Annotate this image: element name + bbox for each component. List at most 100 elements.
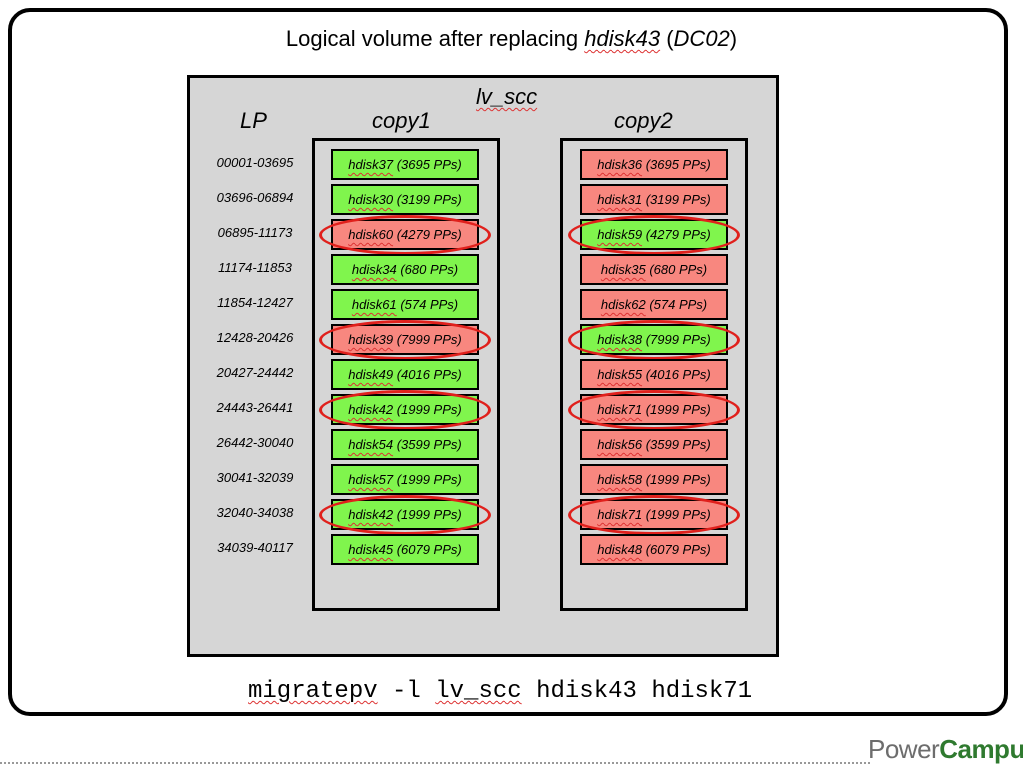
disk-pp-count: (3599 PPs) bbox=[645, 437, 711, 452]
disk-name: hdisk45 bbox=[348, 542, 394, 557]
command-flag: -l bbox=[392, 678, 421, 705]
lp-range-label: 11854-12427 bbox=[217, 295, 293, 310]
disk-pp-count: (680 PPs) bbox=[400, 262, 459, 277]
title-prefix: Logical volume after replacing bbox=[285, 26, 585, 51]
title-paren-open: ( bbox=[660, 26, 674, 51]
copy1-disk-box: hdisk42 (1999 PPs) bbox=[331, 394, 479, 425]
slide-title: Logical volume after replacing hdisk43 (… bbox=[0, 26, 1023, 52]
disk-name: hdisk42 bbox=[348, 507, 394, 522]
copy2-disk-box: hdisk48 (6079 PPs) bbox=[580, 534, 728, 565]
lp-range-label: 24443-26441 bbox=[216, 400, 294, 415]
disk-name: hdisk37 bbox=[348, 157, 394, 172]
disk-pp-count: (4279 PPs) bbox=[396, 227, 462, 242]
copy1-disk-box: hdisk39 (7999 PPs) bbox=[331, 324, 479, 355]
copy1-disk-box: hdisk30 (3199 PPs) bbox=[331, 184, 479, 215]
lp-range-label: 30041-32039 bbox=[216, 470, 294, 485]
disk-pp-count: (4279 PPs) bbox=[645, 227, 711, 242]
disk-name: hdisk34 bbox=[351, 262, 397, 277]
command-target-disk: hdisk71 bbox=[651, 678, 753, 705]
copy2-box bbox=[560, 138, 748, 611]
disk-name: hdisk48 bbox=[597, 542, 643, 557]
disk-pp-count: (1999 PPs) bbox=[645, 402, 711, 417]
title-dc: DC02 bbox=[673, 26, 730, 51]
copy2-disk-box: hdisk71 (1999 PPs) bbox=[580, 394, 728, 425]
disk-name: hdisk55 bbox=[597, 367, 643, 382]
command-lv: lv_scc bbox=[435, 678, 522, 705]
copy1-disk-box: hdisk61 (574 PPs) bbox=[331, 289, 479, 320]
disk-name: hdisk39 bbox=[348, 332, 394, 347]
disk-pp-count: (1999 PPs) bbox=[645, 507, 711, 522]
command-line: migratepv -l lv_scc hdisk43 hdisk71 bbox=[248, 678, 752, 705]
lp-range-label: 06895-11173 bbox=[217, 225, 293, 240]
disk-name: hdisk59 bbox=[597, 227, 643, 242]
disk-pp-count: (574 PPs) bbox=[649, 297, 708, 312]
disk-pp-count: (7999 PPs) bbox=[645, 332, 711, 347]
copy1-disk-box: hdisk42 (1999 PPs) bbox=[331, 499, 479, 530]
lp-range-label: 26442-30040 bbox=[216, 435, 294, 450]
disk-name: hdisk71 bbox=[597, 402, 643, 417]
copy1-disk-box: hdisk45 (6079 PPs) bbox=[331, 534, 479, 565]
disk-name: hdisk42 bbox=[348, 402, 394, 417]
disk-name: hdisk49 bbox=[348, 367, 394, 382]
disk-pp-count: (680 PPs) bbox=[649, 262, 708, 277]
lp-range-label: 20427-24442 bbox=[216, 365, 294, 380]
copy2-disk-box: hdisk36 (3695 PPs) bbox=[580, 149, 728, 180]
copy2-disk-box: hdisk56 (3599 PPs) bbox=[580, 429, 728, 460]
command-source-disk: hdisk43 bbox=[536, 678, 637, 705]
lp-range-label: 32040-34038 bbox=[216, 505, 294, 520]
copy1-box bbox=[312, 138, 500, 611]
disk-pp-count: (6079 PPs) bbox=[645, 542, 711, 557]
title-disk: hdisk43 bbox=[584, 26, 661, 51]
copy1-column-header: copy1 bbox=[372, 108, 431, 133]
logo-part1: Power bbox=[868, 734, 940, 764]
copy2-disk-box: hdisk31 (3199 PPs) bbox=[580, 184, 728, 215]
copy1-disk-box: hdisk49 (4016 PPs) bbox=[331, 359, 479, 390]
copy1-disk-box: hdisk60 (4279 PPs) bbox=[331, 219, 479, 250]
disk-pp-count: (1999 PPs) bbox=[396, 507, 462, 522]
copy2-disk-box: hdisk35 (680 PPs) bbox=[580, 254, 728, 285]
disk-pp-count: (4016 PPs) bbox=[645, 367, 711, 382]
disk-name: hdisk56 bbox=[597, 437, 643, 452]
disk-name: hdisk61 bbox=[351, 297, 397, 312]
copy2-disk-box: hdisk71 (1999 PPs) bbox=[580, 499, 728, 530]
disk-name: hdisk71 bbox=[597, 507, 643, 522]
logical-volume-name: lv_scc bbox=[476, 84, 538, 109]
copy2-disk-box: hdisk55 (4016 PPs) bbox=[580, 359, 728, 390]
lp-range-label: 11174-11853 bbox=[218, 260, 292, 275]
disk-pp-count: (1999 PPs) bbox=[396, 402, 462, 417]
lp-range-label: 00001-03695 bbox=[216, 155, 294, 170]
disk-pp-count: (4016 PPs) bbox=[396, 367, 462, 382]
disk-name: hdisk30 bbox=[348, 192, 394, 207]
copy1-disk-box: hdisk37 (3695 PPs) bbox=[331, 149, 479, 180]
disk-name: hdisk36 bbox=[597, 157, 643, 172]
copy1-disk-box: hdisk57 (1999 PPs) bbox=[331, 464, 479, 495]
lp-range-label: 34039-40117 bbox=[217, 540, 293, 555]
disk-pp-count: (574 PPs) bbox=[400, 297, 459, 312]
footer-divider bbox=[0, 762, 870, 764]
powercampus-logo: PowerCampus01 bbox=[868, 734, 1023, 765]
disk-name: hdisk54 bbox=[348, 437, 394, 452]
disk-pp-count: (3199 PPs) bbox=[645, 192, 711, 207]
copy2-disk-box: hdisk59 (4279 PPs) bbox=[580, 219, 728, 250]
disk-name: hdisk58 bbox=[597, 472, 643, 487]
disk-pp-count: (3599 PPs) bbox=[396, 437, 462, 452]
copy2-disk-box: hdisk58 (1999 PPs) bbox=[580, 464, 728, 495]
lp-range-label: 03696-06894 bbox=[216, 190, 294, 205]
disk-name: hdisk38 bbox=[597, 332, 643, 347]
copy2-disk-box: hdisk62 (574 PPs) bbox=[580, 289, 728, 320]
disk-pp-count: (1999 PPs) bbox=[645, 472, 711, 487]
logo-part2: Campus bbox=[939, 734, 1023, 764]
disk-pp-count: (3695 PPs) bbox=[645, 157, 711, 172]
copy2-column-header: copy2 bbox=[614, 108, 673, 133]
copy1-disk-box: hdisk34 (680 PPs) bbox=[331, 254, 479, 285]
lp-column-header: LP bbox=[240, 108, 267, 133]
copy1-disk-box: hdisk54 (3599 PPs) bbox=[331, 429, 479, 460]
disk-pp-count: (1999 PPs) bbox=[396, 472, 462, 487]
copy2-disk-box: hdisk38 (7999 PPs) bbox=[580, 324, 728, 355]
disk-pp-count: (3695 PPs) bbox=[396, 157, 462, 172]
title-paren-close: ) bbox=[729, 26, 738, 51]
disk-pp-count: (7999 PPs) bbox=[396, 332, 462, 347]
disk-name: hdisk57 bbox=[348, 472, 394, 487]
disk-pp-count: (6079 PPs) bbox=[396, 542, 462, 557]
lp-range-label: 12428-20426 bbox=[216, 330, 294, 345]
